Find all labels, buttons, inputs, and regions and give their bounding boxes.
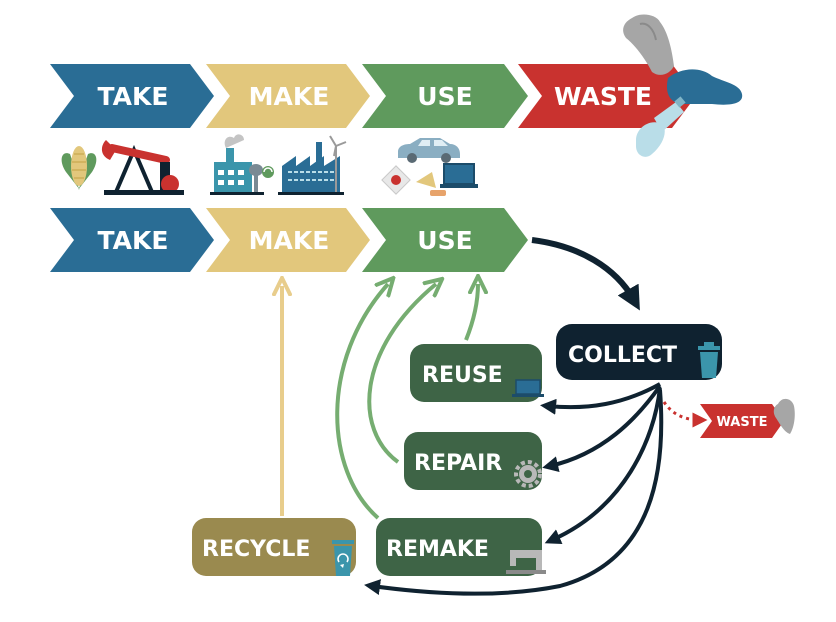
linear-take-chevron: [50, 64, 214, 128]
remake-box: REMAKE: [376, 518, 546, 576]
corn-icon: [61, 146, 97, 190]
circular-use-chevron: [362, 208, 528, 272]
laptop-icon: [512, 379, 544, 397]
waste-tag-label: WASTE: [717, 415, 768, 430]
collect-label: COLLECT: [568, 343, 677, 368]
reuse-label: REUSE: [422, 363, 503, 388]
arrow-collect-to-waste: [662, 401, 708, 428]
reuse-box: REUSE: [410, 344, 544, 402]
circular-take-chevron: [50, 208, 214, 272]
linear-make-label: MAKE: [249, 82, 330, 111]
industrial-plant-icon: [278, 135, 347, 195]
repair-label: REPAIR: [414, 451, 502, 476]
arrow-collect-to-reuse: [540, 382, 661, 415]
factory-icon: [210, 134, 274, 195]
linear-use-label: USE: [417, 82, 472, 111]
arrow-reuse-to-use: [464, 284, 478, 341]
recycle-label: RECYCLE: [202, 537, 310, 562]
plastic-bag-icon: [623, 14, 674, 75]
arrow-collect-to-repair: [542, 384, 662, 472]
arrow-use-to-collect: [531, 237, 640, 311]
shoe-icon: [666, 69, 743, 105]
circular-use-label: USE: [417, 226, 472, 255]
arrow-collect-to-remake: [544, 387, 662, 545]
circular-row: TAKE MAKE USE: [50, 208, 528, 272]
laptop-icon: [440, 163, 478, 188]
food-icon: [381, 165, 446, 196]
collect-box: COLLECT: [556, 324, 722, 380]
sewing-machine-icon: [506, 550, 546, 574]
oil-pump-icon: [101, 140, 184, 195]
circular-make-chevron: [206, 208, 370, 272]
waste-tag: WASTE: [700, 398, 795, 438]
recycle-bin-icon: [332, 540, 354, 576]
arrow-repair-to-use: [367, 284, 436, 464]
linear-row: TAKE MAKE USE WASTE: [50, 64, 696, 128]
linear-use-chevron: [362, 64, 528, 128]
linear-make-chevron: [206, 64, 370, 128]
trash-bin-icon: [698, 342, 720, 378]
plastic-bag-icon: [773, 398, 795, 434]
arrow-remake-to-use: [335, 284, 388, 520]
circular-take-label: TAKE: [98, 226, 169, 255]
bottle-icon: [636, 96, 686, 157]
arrow-collect-to-recycle: [364, 389, 664, 596]
gear-icon: [514, 460, 542, 488]
car-icon: [398, 138, 460, 163]
repair-box: REPAIR: [404, 432, 542, 490]
recycle-box: RECYCLE: [192, 518, 356, 576]
circular-make-label: MAKE: [249, 226, 330, 255]
remake-label: REMAKE: [386, 537, 489, 562]
linear-waste-label: WASTE: [554, 82, 652, 111]
linear-take-label: TAKE: [98, 82, 169, 111]
linear-waste-chevron: [518, 64, 696, 128]
